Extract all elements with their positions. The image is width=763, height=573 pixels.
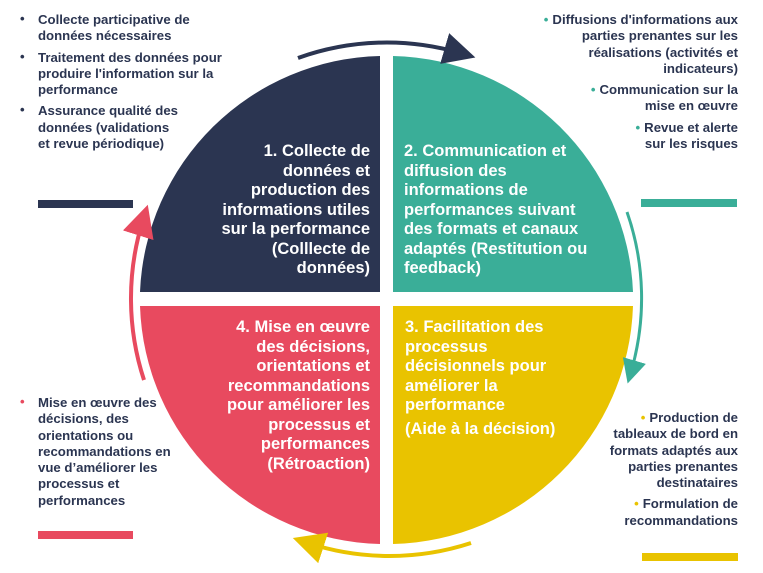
quadrant-4-label: 4. Mise en œuvre des décisions, orientat… bbox=[226, 318, 370, 473]
quadrant-2-label: 2. Communication et diffusion des inform… bbox=[404, 142, 588, 277]
list-item: •Formulation de recommandations bbox=[624, 496, 738, 528]
facilitation-color-bar bbox=[642, 553, 738, 561]
quadrant-1-shape bbox=[140, 56, 380, 292]
facilitation-notes: •Production de tableaux de bord en forma… bbox=[595, 410, 738, 534]
quadrant-3-shape bbox=[393, 306, 633, 544]
mise-en-oeuvre-notes: •Mise en œuvre des décisions, des orient… bbox=[18, 394, 193, 514]
note-text: Revue et alerte sur les risques bbox=[644, 119, 738, 152]
quadrant-3-label: 3. Facilitation des processus décisionne… bbox=[405, 318, 547, 414]
note-text: Diffusions d'informations aux parties pr… bbox=[552, 12, 738, 76]
collecte-color-bar bbox=[38, 200, 133, 208]
note-text: Assurance qualité des données (validatio… bbox=[38, 103, 178, 152]
list-item: •Assurance qualité des données (validati… bbox=[20, 102, 178, 152]
note-text: Collecte participative de données nécess… bbox=[38, 12, 190, 44]
list-item: •Collecte participative de données néces… bbox=[20, 11, 190, 44]
note-text: Traitement des données pour produire l'i… bbox=[38, 49, 222, 98]
list-item: •Production de tableaux de bord en forma… bbox=[609, 410, 738, 491]
list-item: •Diffusions d'informations aux parties p… bbox=[543, 12, 738, 76]
list-item: •Revue et alerte sur les risques bbox=[635, 119, 738, 152]
communication-color-bar bbox=[641, 199, 737, 207]
arrow-communication-to-facilitation bbox=[622, 211, 646, 384]
quadrant-2-shape bbox=[393, 56, 633, 292]
arrow-mise-en-oeuvre-to-collecte bbox=[122, 204, 154, 381]
quadrant-4-shape bbox=[140, 306, 380, 544]
arrow-collecte-to-communication bbox=[297, 33, 476, 64]
quadrant-3: 3. Facilitation des processus décisionne… bbox=[405, 318, 585, 439]
note-text: Mise en œuvre des décisions, des orienta… bbox=[38, 395, 171, 508]
note-text: Production de tableaux de bord en format… bbox=[609, 410, 738, 491]
arrow-facilitation-to-mise-en-oeuvre bbox=[292, 532, 472, 564]
list-item: •Communication sur la mise en œuvre bbox=[590, 82, 739, 114]
list-item: •Traitement des données pour produire l'… bbox=[20, 48, 222, 98]
collecte-notes: •Collecte participative de données néces… bbox=[18, 11, 233, 157]
communication-notes: •Diffusions d'informations aux parties p… bbox=[530, 12, 738, 157]
quadrant-1-label: 1. Collecte de données et production des… bbox=[221, 142, 370, 277]
list-item: •Mise en œuvre des décisions, des orient… bbox=[20, 394, 171, 508]
quadrant-3-sublabel: (Aide à la décision) bbox=[405, 419, 556, 438]
mise-en-oeuvre-color-bar bbox=[38, 531, 133, 539]
note-text: Communication sur la mise en œuvre bbox=[599, 82, 739, 114]
note-text: Formulation de recommandations bbox=[624, 496, 738, 528]
